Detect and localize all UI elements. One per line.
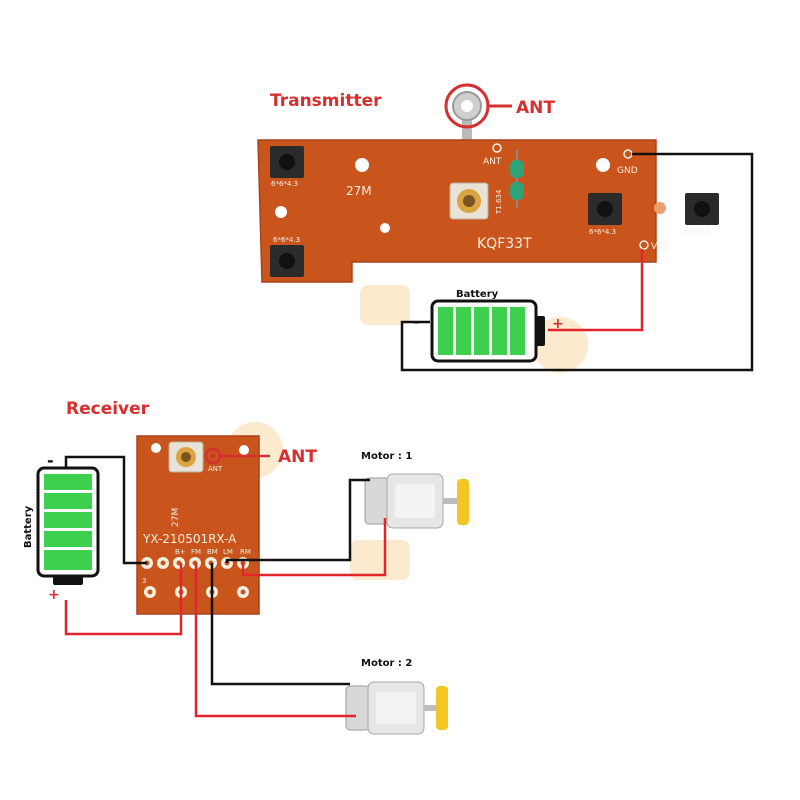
- receiver-pin-bm: BM: [207, 548, 218, 556]
- receiver-fm-wire: [194, 563, 356, 718]
- receiver-battery-plus: +: [48, 587, 60, 603]
- receiver-battery-minus: -: [47, 451, 54, 470]
- transmitter-button-size-2: 6*6*4.3: [273, 236, 300, 244]
- transmitter-gnd-wire: [400, 152, 754, 372]
- transmitter-button-size-1: 6*6*4.3: [271, 180, 298, 188]
- receiver-rm-wire: [241, 518, 387, 577]
- transmitter-button-3: [588, 193, 622, 225]
- transmitter-ant-label: ANT: [483, 157, 502, 167]
- transmitter-model-label: KQF33T: [477, 236, 532, 252]
- receiver-lm-wire: [225, 478, 370, 563]
- receiver-title: Receiver: [66, 399, 150, 419]
- receiver-pin-lm: LM: [223, 548, 233, 556]
- transmitter-button-1: [270, 146, 304, 178]
- receiver-coil: [168, 441, 204, 473]
- transmitter-coil-label: T1.634: [495, 189, 503, 215]
- receiver-battery-positive-wire: [64, 563, 183, 636]
- transmitter-battery-plus: +: [552, 316, 564, 332]
- transmitter-vcc-wire: [548, 249, 644, 332]
- motor1-label: Motor : 1: [361, 451, 412, 462]
- receiver-battery-label: Battery: [23, 505, 34, 548]
- transmitter-button-size-3: 6*6*4.3: [589, 228, 616, 236]
- transmitter-button-size-4: 6*6*4.3: [683, 228, 710, 236]
- receiver-wires: [64, 455, 387, 718]
- motor-1: [364, 473, 469, 529]
- transmitter-wires: [400, 152, 754, 372]
- receiver-bm-wire: [210, 563, 350, 686]
- transmitter-battery: [430, 299, 545, 363]
- transmitter-battery-minus: -: [413, 312, 420, 331]
- transmitter-button-4: [685, 193, 719, 225]
- receiver-ant-label: ANT: [208, 465, 223, 473]
- motor2-label: Motor : 2: [361, 658, 412, 669]
- transmitter-pcb: ANT GND VCC 27M KQF33T T1.634 6*6*4.3 6*…: [257, 139, 719, 283]
- receiver-battery-negative-wire: [64, 455, 147, 565]
- transmitter-title: Transmitter: [270, 91, 382, 111]
- receiver-model-label: YX-210501RX-A: [142, 532, 237, 546]
- motor-2: [345, 681, 448, 735]
- transmitter-ant-annotation: ANT: [516, 98, 555, 118]
- receiver-pin-rm: RM: [240, 548, 251, 556]
- transmitter-battery-label: Battery: [456, 289, 499, 300]
- transmitter-vcc-label: VCC: [651, 242, 670, 252]
- transmitter-inductor: [510, 150, 524, 208]
- receiver-pcb: ANT 27M YX-210501RX-A B+ FM BM LM RM 3: [136, 435, 260, 615]
- receiver-pin-bplus: B+: [175, 548, 186, 556]
- receiver-ant-annotation: ANT: [278, 447, 317, 467]
- receiver-pin-number: 3: [142, 577, 146, 585]
- receiver-battery: [36, 466, 100, 585]
- transmitter-antenna: [444, 83, 512, 148]
- receiver-freq-label: 27M: [171, 508, 181, 527]
- transmitter-coil: [449, 182, 489, 220]
- transmitter-freq-label: 27M: [346, 184, 372, 198]
- receiver-pin-fm: FM: [191, 548, 201, 556]
- transmitter-button-2: [270, 245, 304, 277]
- receiver-antenna-marker: [204, 447, 270, 465]
- transmitter-gnd-label: GND: [617, 166, 638, 176]
